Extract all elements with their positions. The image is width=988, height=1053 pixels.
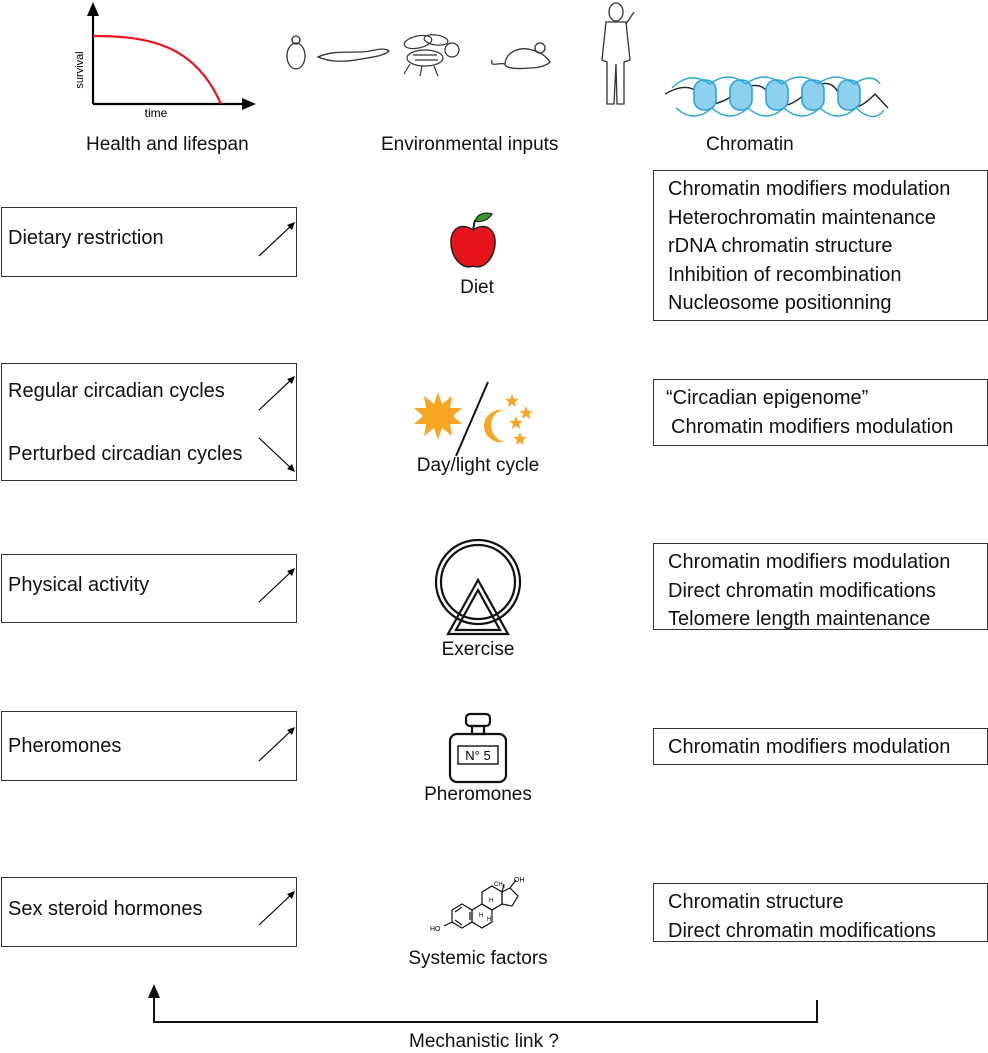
mechanism-item: “Circadian epigenome” [666,387,869,409]
input-label-systemic-factors: Systemic factors [408,948,548,969]
mechanism-item: Direct chromatin modifications [668,579,936,602]
mechanism-item: Chromatin modifiers modulation [668,736,951,758]
input-label-pheromones: Pheromones [424,784,532,805]
time-axis-label: time [145,106,168,120]
chromatin-fiber-icon [664,76,889,118]
survival-plot: survival time [74,2,889,120]
mechanistic-link-arrow [148,984,818,1023]
effect-label: Sex steroid hormones [8,898,203,920]
mechanism-item: Telomere length maintenance [668,608,931,630]
effect-box-pheromones: Pheromones [1,711,297,781]
mechanism-box-circadian: “Circadian epigenome” Chromatin modifier… [653,379,988,446]
survival-axis-label: survival [74,51,86,88]
mechanism-item: Chromatin modifiers modulation [671,415,954,438]
x-axis-arrowhead [242,98,256,110]
header-environmental-inputs: Environmental inputs [381,134,559,155]
mechanism-item: Nucleosome positionning [668,292,892,314]
increase-arrow-icon [258,727,295,762]
effect-label: Dietary restriction [8,227,164,249]
molecule-ch3-label: CH3 [494,882,506,889]
effect-box-sex-steroid-hormones: Sex steroid hormones [1,877,297,947]
input-label-diet: Diet [460,277,494,298]
yeast-icon [286,35,306,70]
molecule-h-label: H [487,917,491,923]
molecule-ho-label: HO [430,926,441,933]
steroid-molecule-icon: HO OH CH3 H H H [430,877,525,933]
mechanism-item: Chromatin structure [668,891,844,913]
mechanism-item: Direct chromatin modifications [668,919,936,942]
increase-arrow-icon [258,376,295,411]
sun-moon-icon [414,381,533,457]
effect-box-physical-activity: Physical activity [1,554,297,623]
effect-box-circadian: Regular circadian cycles Perturbed circa… [1,363,297,481]
mechanism-box-pheromones: Chromatin modifiers modulation [653,728,988,765]
bottle-label: N° 5 [465,748,490,763]
input-label-exercise: Exercise [441,639,515,660]
survival-curve [92,34,223,105]
y-axis-arrowhead [87,2,99,16]
fly-icon [403,34,460,77]
mechanistic-link-label: Mechanistic link ? [409,1031,559,1052]
human-statue-icon [601,2,635,105]
worm-icon [316,48,390,62]
molecule-oh-label: OH [514,877,525,884]
mechanism-box-diet: Chromatin modifiers modulation Heterochr… [653,170,988,321]
molecule-h-label: H [479,913,483,919]
mechanism-box-systemic: Chromatin structure Direct chromatin mod… [653,883,988,942]
increase-arrow-icon [258,568,295,603]
effect-label: Perturbed circadian cycles [8,443,243,465]
increase-arrow-icon [258,222,295,257]
decrease-arrow-icon [258,437,295,472]
increase-arrow-icon [258,891,295,926]
mechanism-item: Chromatin modifiers modulation [668,551,951,573]
mechanism-item: Heterochromatin maintenance [668,206,936,229]
header-chromatin: Chromatin [706,134,794,155]
perfume-bottle-icon: N° 5 [448,712,508,784]
exercise-wheel-icon [434,538,522,636]
effect-box-dietary-restriction: Dietary restriction [1,207,297,277]
mechanism-item: rDNA chromatin structure [668,235,893,257]
apple-icon [450,212,496,268]
header-health-lifespan: Health and lifespan [86,134,249,155]
mechanism-item: Chromatin modifiers modulation [668,178,951,200]
mechanism-item: Inhibition of recombination [668,263,902,286]
effect-label: Physical activity [8,574,150,596]
mechanism-box-exercise: Chromatin modifiers modulation Direct ch… [653,543,988,630]
molecule-h-label: H [489,898,493,904]
survival-axes [91,10,246,106]
effect-label: Regular circadian cycles [8,380,225,402]
effect-label: Pheromones [8,735,122,757]
input-label-day-light-cycle: Day/light cycle [416,455,540,476]
mouse-icon [491,42,551,70]
